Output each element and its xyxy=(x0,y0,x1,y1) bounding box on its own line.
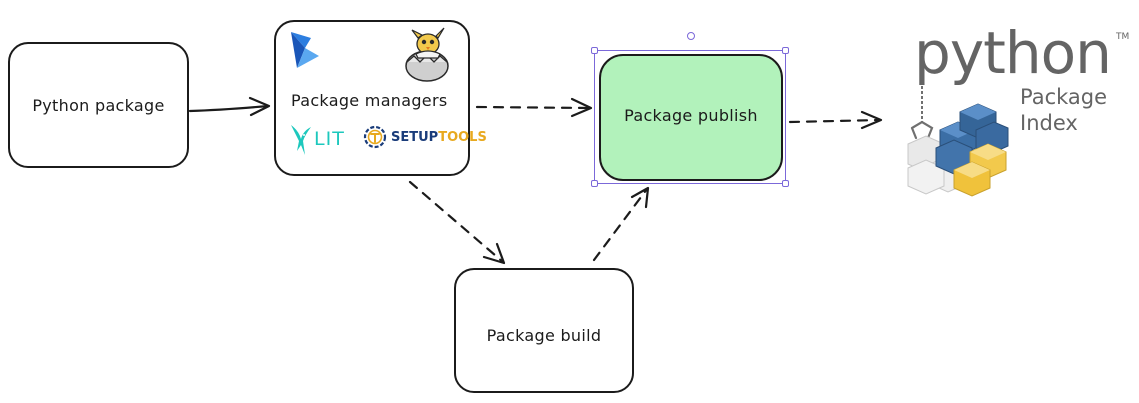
edge-package-managers-to-package-publish xyxy=(475,97,593,118)
edge-package-publish-to-pypi xyxy=(788,110,883,130)
pypi-text-index: Index xyxy=(1020,111,1078,135)
selection-frame xyxy=(594,50,786,184)
setuptools-logo: SETUPTOOLS xyxy=(362,123,487,151)
node-package-build[interactable]: Package build xyxy=(454,268,634,393)
edge-package-build-to-package-publish xyxy=(592,186,650,262)
pypi-text-package: Package xyxy=(1020,85,1108,109)
node-python-package-label: Python package xyxy=(32,96,165,115)
edge-python-package-to-package-managers xyxy=(188,96,271,117)
pypi-wordmark: python xyxy=(914,19,1112,87)
pypi-logo: python TM Package Index xyxy=(900,19,1136,202)
setuptools-text-tools: TOOLS xyxy=(438,129,487,145)
node-package-publish-label: Package publish xyxy=(624,106,758,125)
hummingbird-icon xyxy=(291,125,311,155)
resize-handle-top-right[interactable] xyxy=(782,47,789,54)
node-package-managers[interactable]: Package managers xyxy=(274,20,470,176)
setuptools-gear-icon xyxy=(363,125,387,149)
node-python-package[interactable]: Python package xyxy=(8,42,189,168)
node-package-build-label: Package build xyxy=(486,326,602,345)
setuptools-text-setup: SETUP xyxy=(391,129,439,145)
resize-handle-bottom-left[interactable] xyxy=(591,180,598,187)
pdm-icon xyxy=(291,32,319,68)
flit-text: LIT xyxy=(314,128,345,150)
node-package-managers-label: Package managers xyxy=(291,91,448,110)
resize-handle-top-left[interactable] xyxy=(591,47,598,54)
pypi-trademark: TM xyxy=(1116,32,1130,42)
edge-package-managers-to-package-build xyxy=(408,180,506,265)
rotate-handle[interactable] xyxy=(687,32,695,40)
pypi-cubes-icon xyxy=(907,86,1009,197)
flit-logo: LIT xyxy=(289,120,345,158)
resize-handle-bottom-right[interactable] xyxy=(782,180,789,187)
node-package-publish[interactable]: Package publish xyxy=(599,54,783,181)
hatching-egg-icon xyxy=(405,27,449,82)
